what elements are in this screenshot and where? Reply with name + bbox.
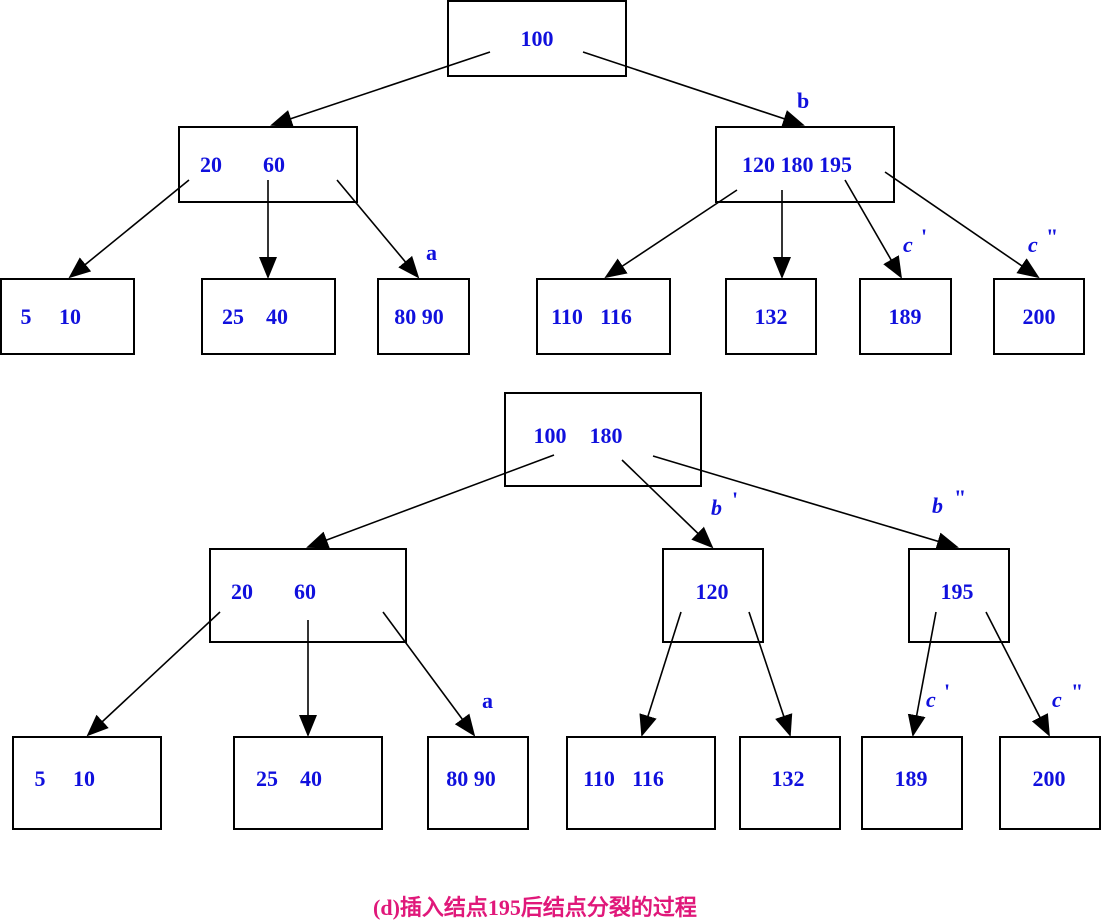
root-key: 180	[590, 423, 623, 448]
leaf-key: 110	[551, 304, 583, 329]
edge	[382, 611, 476, 737]
pointer-label-c1: c	[926, 687, 936, 712]
leaf-node	[0, 278, 135, 355]
edge	[68, 179, 190, 279]
leaf-key: 116	[632, 766, 664, 791]
pointer-label-b2-mark: "	[954, 485, 966, 510]
internal-key: 20	[200, 152, 222, 177]
leaf-key: 132	[755, 304, 788, 329]
edge	[604, 189, 738, 279]
edge	[985, 611, 1050, 737]
leaf-node	[566, 736, 716, 830]
leaf-node	[861, 736, 963, 830]
edge	[336, 179, 420, 279]
edge	[86, 611, 221, 737]
leaf-node	[12, 736, 162, 830]
root-key: 100	[534, 423, 567, 448]
leaf-key: 40	[300, 766, 322, 791]
pointer-label-b: b	[797, 88, 809, 113]
pointer-label-c2: c	[1028, 232, 1038, 257]
internal-key: 20	[231, 579, 253, 604]
leaf-key: 80 90	[394, 304, 444, 329]
pointer-label-b1: b	[711, 495, 722, 520]
internal-key: 195	[941, 579, 974, 604]
leaf-key: 116	[600, 304, 632, 329]
pointer-label-a: a	[426, 240, 437, 265]
leaf-key: 200	[1023, 304, 1056, 329]
edge	[621, 459, 714, 549]
leaf-node	[536, 278, 671, 355]
edge	[306, 454, 555, 549]
right-internal-node	[908, 548, 1010, 643]
leaf-node	[739, 736, 841, 830]
leaf-key: 189	[889, 304, 922, 329]
pointer-label-c2: c	[1052, 687, 1062, 712]
root-key: 100	[521, 26, 554, 51]
leaf-key: 10	[59, 304, 81, 329]
internal-key: 120 180 195	[742, 152, 852, 177]
edge	[907, 611, 937, 737]
leaf-node	[201, 278, 336, 355]
edge	[639, 611, 682, 737]
leaf-key: 80 90	[446, 766, 496, 791]
pointer-label-b1-mark: '	[732, 487, 738, 512]
pointer-label-a: a	[482, 688, 493, 713]
leaf-key: 10	[73, 766, 95, 791]
internal-key: 120	[696, 579, 729, 604]
leaf-key: 5	[21, 304, 32, 329]
pointer-label-c1: c	[903, 232, 913, 257]
internal-key: 60	[294, 579, 316, 604]
pointer-label-c1-mark: '	[921, 224, 927, 249]
leaf-node	[427, 736, 529, 830]
leaf-key: 25	[222, 304, 244, 329]
leaf-key: 25	[256, 766, 278, 791]
edge	[844, 179, 902, 279]
edge	[270, 51, 491, 128]
internal-key: 60	[263, 152, 285, 177]
root-node	[504, 392, 702, 487]
pointer-label-c2-mark: "	[1046, 224, 1058, 249]
pointer-label-b2: b	[932, 493, 943, 518]
root-node	[447, 0, 627, 77]
leaf-key: 110	[583, 766, 615, 791]
edge	[582, 51, 805, 128]
edge	[884, 171, 1040, 279]
tree-after: 100 180 20 60 120 195 5 10 25 40 80 90 1…	[12, 392, 1101, 830]
figure-caption: (d)插入结点195后结点分裂的过程	[373, 895, 697, 920]
leaf-node	[377, 278, 470, 355]
leaf-key: 189	[895, 766, 928, 791]
tree-before: 100 20 60 120 180 195 5 10 25 40 80 90 1…	[0, 0, 1085, 355]
edge	[652, 455, 959, 550]
edge	[748, 611, 793, 737]
right-internal-node	[715, 126, 895, 203]
leaf-node	[725, 278, 817, 355]
leaf-key: 132	[772, 766, 805, 791]
leaf-node	[233, 736, 383, 830]
leaf-key: 5	[35, 766, 46, 791]
leaf-node	[859, 278, 952, 355]
leaf-node	[999, 736, 1101, 830]
pointer-label-c2-mark: "	[1071, 679, 1083, 704]
leaf-key: 200	[1033, 766, 1066, 791]
pointer-label-c1-mark: '	[944, 679, 950, 704]
leaf-key: 40	[266, 304, 288, 329]
mid-internal-node	[662, 548, 764, 643]
leaf-node	[993, 278, 1085, 355]
